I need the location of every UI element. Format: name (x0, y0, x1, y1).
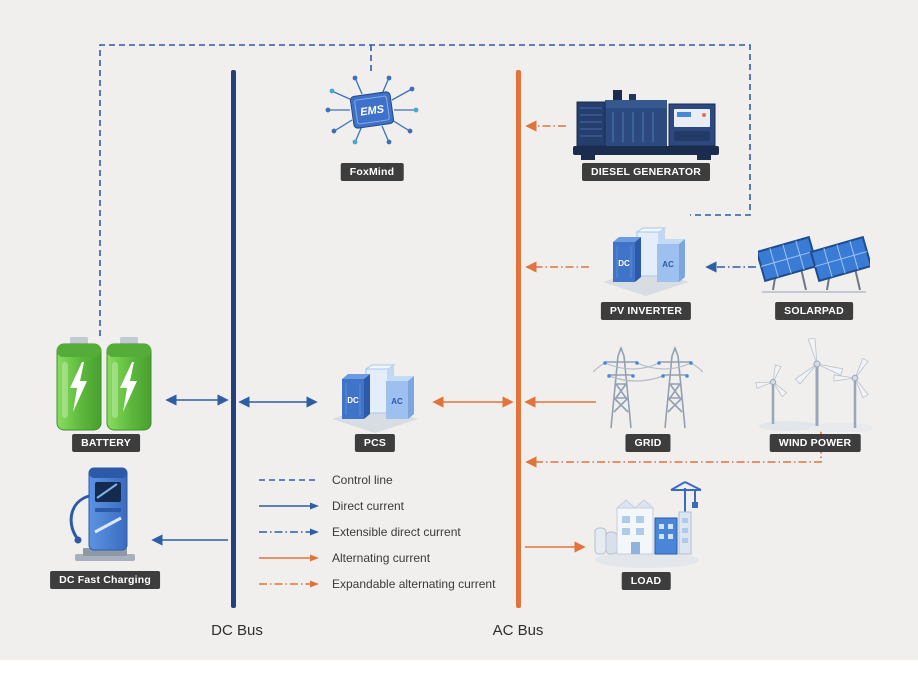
legend-item-direct-current: Direct current (258, 498, 495, 513)
foxmind-label: FoxMind (340, 163, 404, 181)
alternating-current-sample-icon (259, 554, 319, 561)
pcs-dc-text: DC (347, 396, 359, 405)
pv-inverter-dc-text: DC (618, 259, 630, 268)
legend-item-extensible-direct-current: Extensible direct current (258, 524, 495, 539)
wind-power-icon (755, 338, 873, 432)
xac-line-wind-bus (525, 430, 822, 468)
diesel-generator-label: DIESEL GENERATOR (582, 163, 710, 181)
ems-chip-icon: EMS (325, 75, 419, 145)
diesel-generator-icon (573, 90, 719, 160)
legend-label: Control line (332, 472, 393, 487)
pcs-ac-text: AC (391, 397, 403, 406)
pv-inverter-label: PV INVERTER (600, 302, 692, 320)
control-line-path (99, 44, 751, 336)
legend-label: Extensible direct current (332, 524, 461, 539)
extensible-direct-current-sample-icon (259, 528, 319, 535)
legend-label: Expandable alternating current (332, 576, 496, 591)
solarpad-icon (758, 235, 870, 293)
legend-label: Alternating current (332, 550, 431, 565)
legend-item-control-line: Control line (258, 472, 495, 487)
direct-current-sample-icon (259, 502, 319, 509)
legend-item-alternating-current: Alternating current (258, 550, 495, 565)
load-factory-icon (594, 481, 702, 568)
legend-item-expandable-alternating-current: Expandable alternating current (258, 576, 495, 591)
dc-bus-label: DC Bus (211, 622, 263, 639)
wind-power-label: WIND POWER (769, 434, 861, 452)
load-label: LOAD (621, 572, 671, 590)
battery-icon (56, 337, 152, 431)
control-line-sample-icon (259, 478, 317, 481)
expandable-alternating-current-sample-icon (259, 580, 319, 587)
ac-bus-label: AC Bus (492, 622, 544, 639)
pcs-label: PCS (354, 434, 396, 452)
bottom-white-strip (0, 660, 918, 682)
battery-label: BATTERY (72, 434, 140, 452)
grid-towers-icon (593, 345, 703, 429)
ems-chip-text: EMS (359, 103, 385, 118)
legend-label: Direct current (332, 498, 405, 513)
grid-label: GRID (625, 434, 671, 452)
pcs-icon: DC AC (332, 364, 418, 433)
pv-inverter-icon: DC AC (603, 227, 689, 296)
solarpad-label: SOLARPAD (775, 302, 853, 320)
ac-bus-line (516, 70, 521, 608)
dc-bus-line (231, 70, 236, 608)
legend: Control line Direct current Extensible d… (258, 472, 495, 602)
pv-inverter-ac-text: AC (662, 260, 674, 269)
dc-fast-charging-label: DC Fast Charging (50, 571, 160, 589)
ev-charger-icon (69, 467, 135, 561)
